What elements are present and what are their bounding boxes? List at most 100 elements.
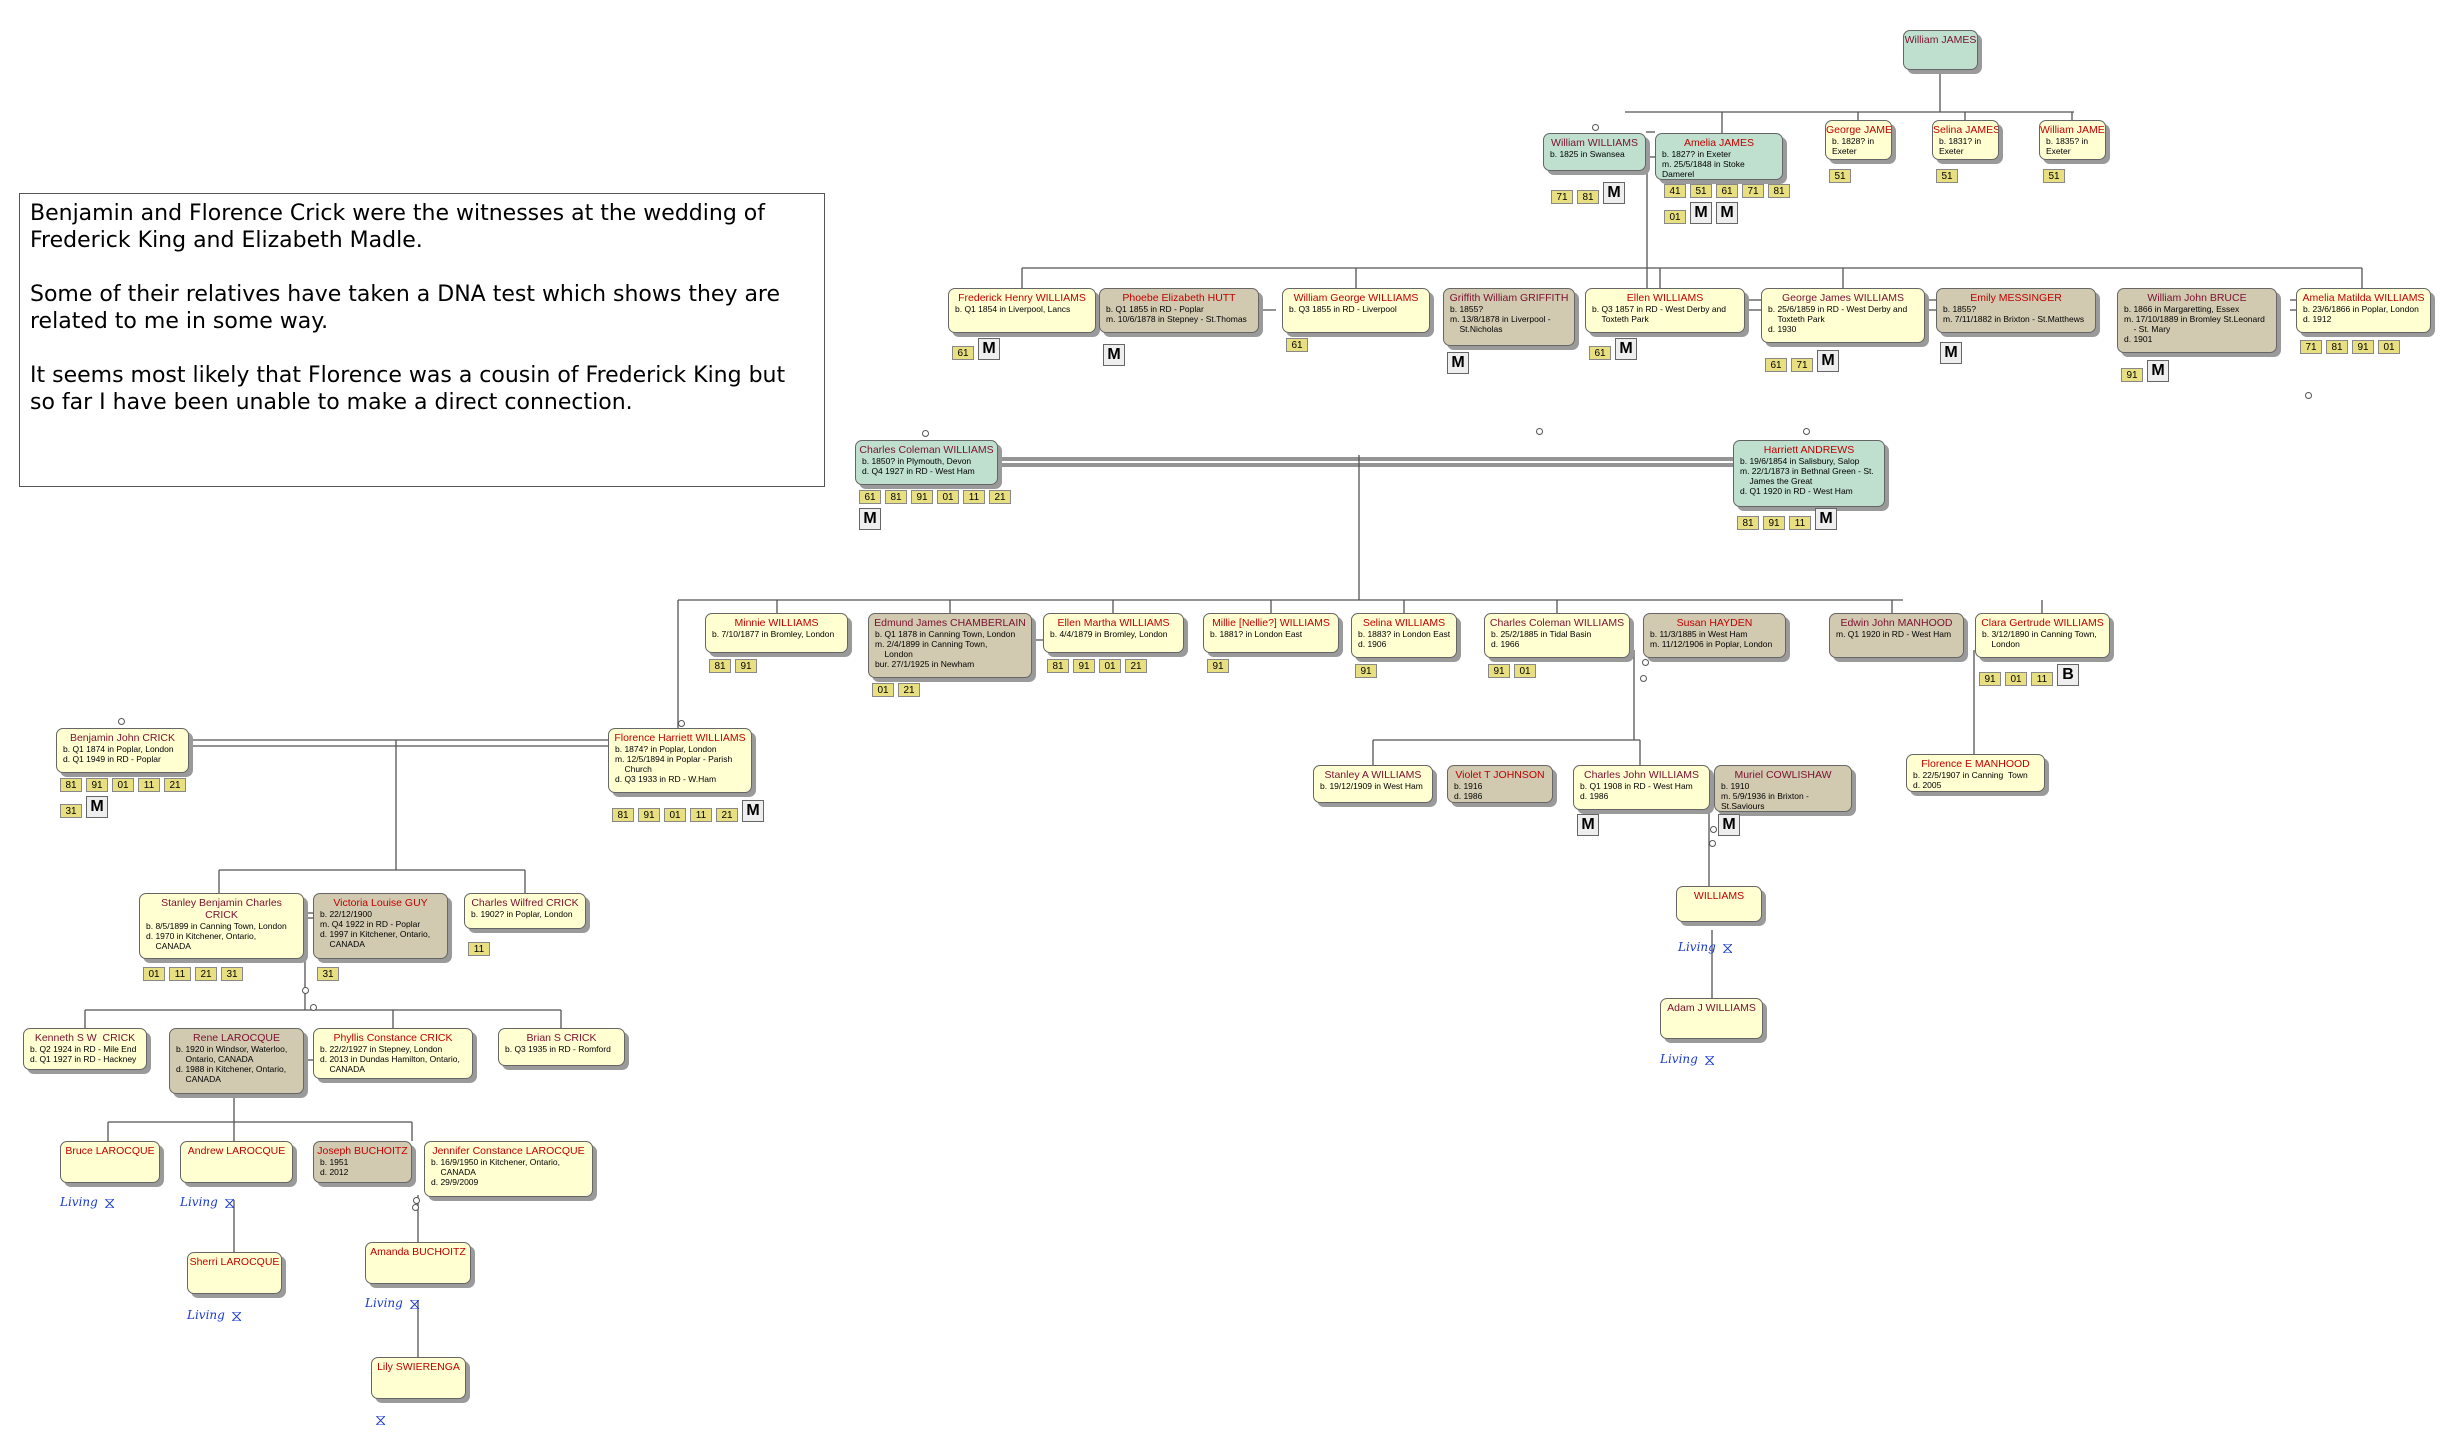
census-icon[interactable]: 11: [169, 967, 191, 981]
census-icon[interactable]: 91: [638, 808, 660, 822]
marriage-icon[interactable]: M: [1817, 350, 1839, 372]
marriage-icon[interactable]: M: [742, 800, 764, 822]
connector-node[interactable]: [922, 430, 929, 437]
marriage-icon[interactable]: M: [1690, 202, 1712, 224]
census-icon[interactable]: 81: [1737, 516, 1759, 530]
census-icon[interactable]: 21: [716, 808, 738, 822]
census-icon[interactable]: 71: [2300, 340, 2322, 354]
census-icon[interactable]: 11: [963, 490, 985, 504]
census-icon[interactable]: 91: [1763, 516, 1785, 530]
person-box-wjames[interactable]: William JAMES: [1903, 30, 1978, 70]
census-icon[interactable]: 91: [1207, 659, 1229, 673]
marriage-icon[interactable]: M: [1718, 814, 1740, 836]
census-icon[interactable]: 11: [1789, 516, 1811, 530]
census-icon[interactable]: 61: [1716, 184, 1738, 198]
person-box-ls[interactable]: Lily SWIERENGA: [371, 1357, 466, 1399]
dna-helix-icon[interactable]: ⧖: [231, 1306, 243, 1325]
census-icon[interactable]: 01: [2005, 672, 2027, 686]
census-icon[interactable]: 51: [1690, 184, 1712, 198]
census-icon[interactable]: 91: [2121, 368, 2143, 382]
dna-helix-icon[interactable]: ⧖: [375, 1410, 387, 1429]
census-icon[interactable]: 01: [143, 967, 165, 981]
connector-node[interactable]: [1536, 428, 1543, 435]
census-icon[interactable]: 61: [1765, 358, 1787, 372]
census-icon[interactable]: 81: [885, 490, 907, 504]
census-icon[interactable]: 91: [735, 659, 757, 673]
marriage-icon[interactable]: M: [859, 508, 881, 530]
person-box-amb[interactable]: Amanda BUCHOITZ: [365, 1242, 471, 1284]
connector-node[interactable]: [1640, 675, 1647, 682]
baptism-icon[interactable]: B: [2057, 664, 2079, 686]
census-icon[interactable]: 21: [1125, 659, 1147, 673]
person-box-anl[interactable]: Andrew LAROCQUE: [180, 1141, 293, 1183]
census-icon[interactable]: 91: [1073, 659, 1095, 673]
census-icon[interactable]: 31: [317, 967, 339, 981]
census-icon[interactable]: 01: [2378, 340, 2400, 354]
connector-node[interactable]: [1710, 826, 1717, 833]
census-icon[interactable]: 91: [86, 778, 108, 792]
census-icon[interactable]: 91: [911, 490, 933, 504]
connector-node[interactable]: [1642, 659, 1649, 666]
census-icon[interactable]: 01: [664, 808, 686, 822]
marriage-icon[interactable]: M: [86, 796, 108, 818]
census-icon[interactable]: 01: [937, 490, 959, 504]
census-icon[interactable]: 61: [952, 346, 974, 360]
census-icon[interactable]: 51: [1829, 169, 1851, 183]
census-icon[interactable]: 11: [2031, 672, 2053, 686]
connector-node[interactable]: [1803, 428, 1810, 435]
census-icon[interactable]: 31: [221, 967, 243, 981]
census-icon[interactable]: 91: [2352, 340, 2374, 354]
connector-node[interactable]: [412, 1204, 419, 1211]
note-box[interactable]: Benjamin and Florence Crick were the wit…: [19, 193, 825, 487]
census-icon[interactable]: 01: [872, 683, 894, 697]
marriage-icon[interactable]: M: [1577, 814, 1599, 836]
dna-helix-icon[interactable]: ⧖: [1722, 938, 1734, 957]
dna-helix-icon[interactable]: ⧖: [224, 1193, 236, 1212]
census-icon[interactable]: 11: [138, 778, 160, 792]
person-box-shl[interactable]: Sherri LAROCQUE: [187, 1252, 282, 1294]
census-icon[interactable]: 71: [1551, 190, 1573, 204]
census-icon[interactable]: 81: [1768, 184, 1790, 198]
marriage-icon[interactable]: M: [1603, 182, 1625, 204]
marriage-icon[interactable]: M: [1103, 344, 1125, 366]
connector-node[interactable]: [2305, 392, 2312, 399]
marriage-icon[interactable]: M: [978, 338, 1000, 360]
census-icon[interactable]: 71: [1742, 184, 1764, 198]
marriage-icon[interactable]: M: [2147, 360, 2169, 382]
dna-helix-icon[interactable]: ⧖: [104, 1193, 116, 1212]
person-box-ajw[interactable]: Adam J WILLIAMS: [1660, 998, 1763, 1039]
census-icon[interactable]: 11: [468, 942, 490, 956]
census-icon[interactable]: 21: [898, 683, 920, 697]
census-icon[interactable]: 01: [1099, 659, 1121, 673]
census-icon[interactable]: 91: [1355, 664, 1377, 678]
person-box-brl[interactable]: Bruce LAROCQUE: [60, 1141, 160, 1183]
census-icon[interactable]: 61: [1286, 338, 1308, 352]
census-icon[interactable]: 81: [1577, 190, 1599, 204]
